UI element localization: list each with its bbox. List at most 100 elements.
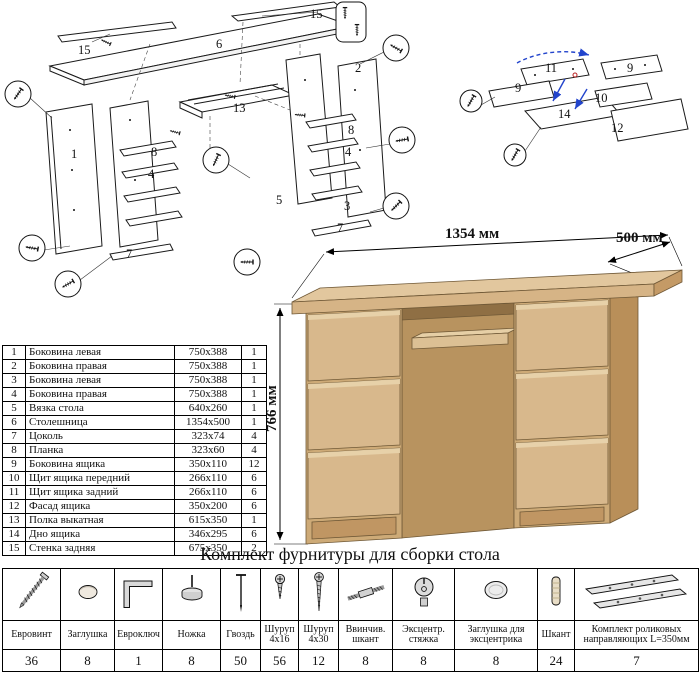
part-name: Планка bbox=[25, 443, 175, 458]
hardware-name: Заглушка bbox=[60, 620, 115, 650]
cap-plug-icon bbox=[60, 568, 115, 621]
screw-4x16-icon bbox=[260, 568, 299, 621]
part-number: 11 bbox=[2, 485, 26, 500]
part-callout-number: 15 bbox=[310, 7, 323, 21]
part-callout-number: 2 bbox=[355, 61, 362, 75]
screw-4x30-icon bbox=[298, 568, 339, 621]
part-name: Цоколь bbox=[25, 429, 175, 444]
part-callout-number: 4 bbox=[345, 145, 352, 159]
part-size: 640x260 bbox=[174, 401, 242, 416]
part-callout-number: 8 bbox=[151, 145, 158, 159]
part-name: Столешница bbox=[25, 415, 175, 430]
hardware-kit-title: Комплект фурнитуры для сборки стола bbox=[200, 544, 500, 564]
part-size: 750x388 bbox=[174, 373, 242, 388]
part-name: Щит ящика передний bbox=[25, 471, 175, 486]
drawer-front bbox=[307, 378, 401, 451]
part-name: Вязка стола bbox=[25, 401, 175, 416]
part-size: 750x388 bbox=[174, 359, 242, 374]
part-size: 750x388 bbox=[174, 345, 242, 360]
part-number: 3 bbox=[2, 373, 26, 388]
confirmat-screw-icon bbox=[2, 568, 61, 621]
part-callout-number: 9 bbox=[627, 61, 634, 75]
part-name: Стенка задняя bbox=[25, 541, 175, 556]
part-callout-number: 7 bbox=[337, 221, 344, 235]
part-name: Полка выкатная bbox=[25, 513, 175, 528]
drawer-front bbox=[307, 309, 401, 382]
plinth bbox=[519, 506, 605, 527]
nail-icon bbox=[220, 568, 261, 621]
hex-key-icon bbox=[114, 568, 163, 621]
part-callout-number: 3 bbox=[344, 199, 351, 213]
part-number: 8 bbox=[2, 443, 26, 458]
hardware-qty: 8 bbox=[60, 649, 115, 672]
part-size: 323x74 bbox=[174, 429, 242, 444]
part-number: 9 bbox=[2, 457, 26, 472]
part-size: 750x388 bbox=[174, 387, 242, 402]
hardware-name: Евровинт bbox=[2, 620, 61, 650]
part-callout-number: 12 bbox=[611, 121, 624, 135]
hardware-qty: 36 bbox=[2, 649, 61, 672]
part-size: 615x350 bbox=[174, 513, 242, 528]
part-callout-number: 9 bbox=[515, 81, 522, 95]
hardware-qty: 1 bbox=[114, 649, 163, 672]
part-name: Боковина ящика bbox=[25, 457, 175, 472]
exploded-desk-drawing bbox=[4, 1, 416, 298]
part-size: 346x295 bbox=[174, 527, 242, 542]
hardware-name: Шуруп 4x16 bbox=[260, 620, 299, 650]
hardware-qty: 7 bbox=[574, 649, 699, 672]
part-number: 6 bbox=[2, 415, 26, 430]
part-callout-number: 13 bbox=[233, 101, 246, 115]
part-callout-number: 4 bbox=[148, 167, 155, 181]
part-number: 5 bbox=[2, 401, 26, 416]
furniture-glide-icon bbox=[162, 568, 221, 621]
part-size: 1354x500 bbox=[174, 415, 242, 430]
hardware-name: Гвоздь bbox=[220, 620, 261, 650]
hardware-qty: 8 bbox=[338, 649, 393, 672]
hardware-qty: 8 bbox=[162, 649, 221, 672]
dimension-height-label: 766 мм bbox=[264, 385, 280, 432]
part-number: 1 bbox=[2, 345, 26, 360]
hardware-name: Ножка bbox=[162, 620, 221, 650]
part-number: 4 bbox=[2, 387, 26, 402]
desk-illustration bbox=[274, 231, 683, 545]
hardware-table: Евровинт Заглушка Евроключ Ножка Гвоздь … bbox=[2, 568, 699, 672]
part-qty: 4 bbox=[241, 429, 267, 444]
hardware-name: Заглушка для эксцентрика bbox=[454, 620, 538, 650]
part-number: 7 bbox=[2, 429, 26, 444]
part-callout-number: 6 bbox=[216, 37, 223, 51]
part-size: 675x350 bbox=[174, 541, 242, 556]
hardware-qty: 24 bbox=[537, 649, 575, 672]
part-callout-number: 10 bbox=[595, 91, 608, 105]
part-name: Дно ящика bbox=[25, 527, 175, 542]
part-qty: 2 bbox=[241, 541, 267, 556]
part-number: 13 bbox=[2, 513, 26, 528]
drawer-slides-icon bbox=[574, 568, 699, 621]
part-size: 350x200 bbox=[174, 499, 242, 514]
part-size: 350x110 bbox=[174, 457, 242, 472]
part-number: 10 bbox=[2, 471, 26, 486]
part-qty: 6 bbox=[241, 527, 267, 542]
dimension-width-label: 1354 мм bbox=[445, 226, 500, 242]
part-number: 12 bbox=[2, 499, 26, 514]
hardware-name: Ввинчив. шкант bbox=[338, 620, 393, 650]
part-number: 2 bbox=[2, 359, 26, 374]
hardware-name: Комплект роликовых направляющих L=350мм bbox=[574, 620, 699, 650]
part-name: Фасад ящика bbox=[25, 499, 175, 514]
hardware-qty: 12 bbox=[298, 649, 339, 672]
cam-cap-icon bbox=[454, 568, 538, 621]
part-name: Боковина левая bbox=[25, 373, 175, 388]
part-callout-number: 1 bbox=[71, 147, 78, 161]
